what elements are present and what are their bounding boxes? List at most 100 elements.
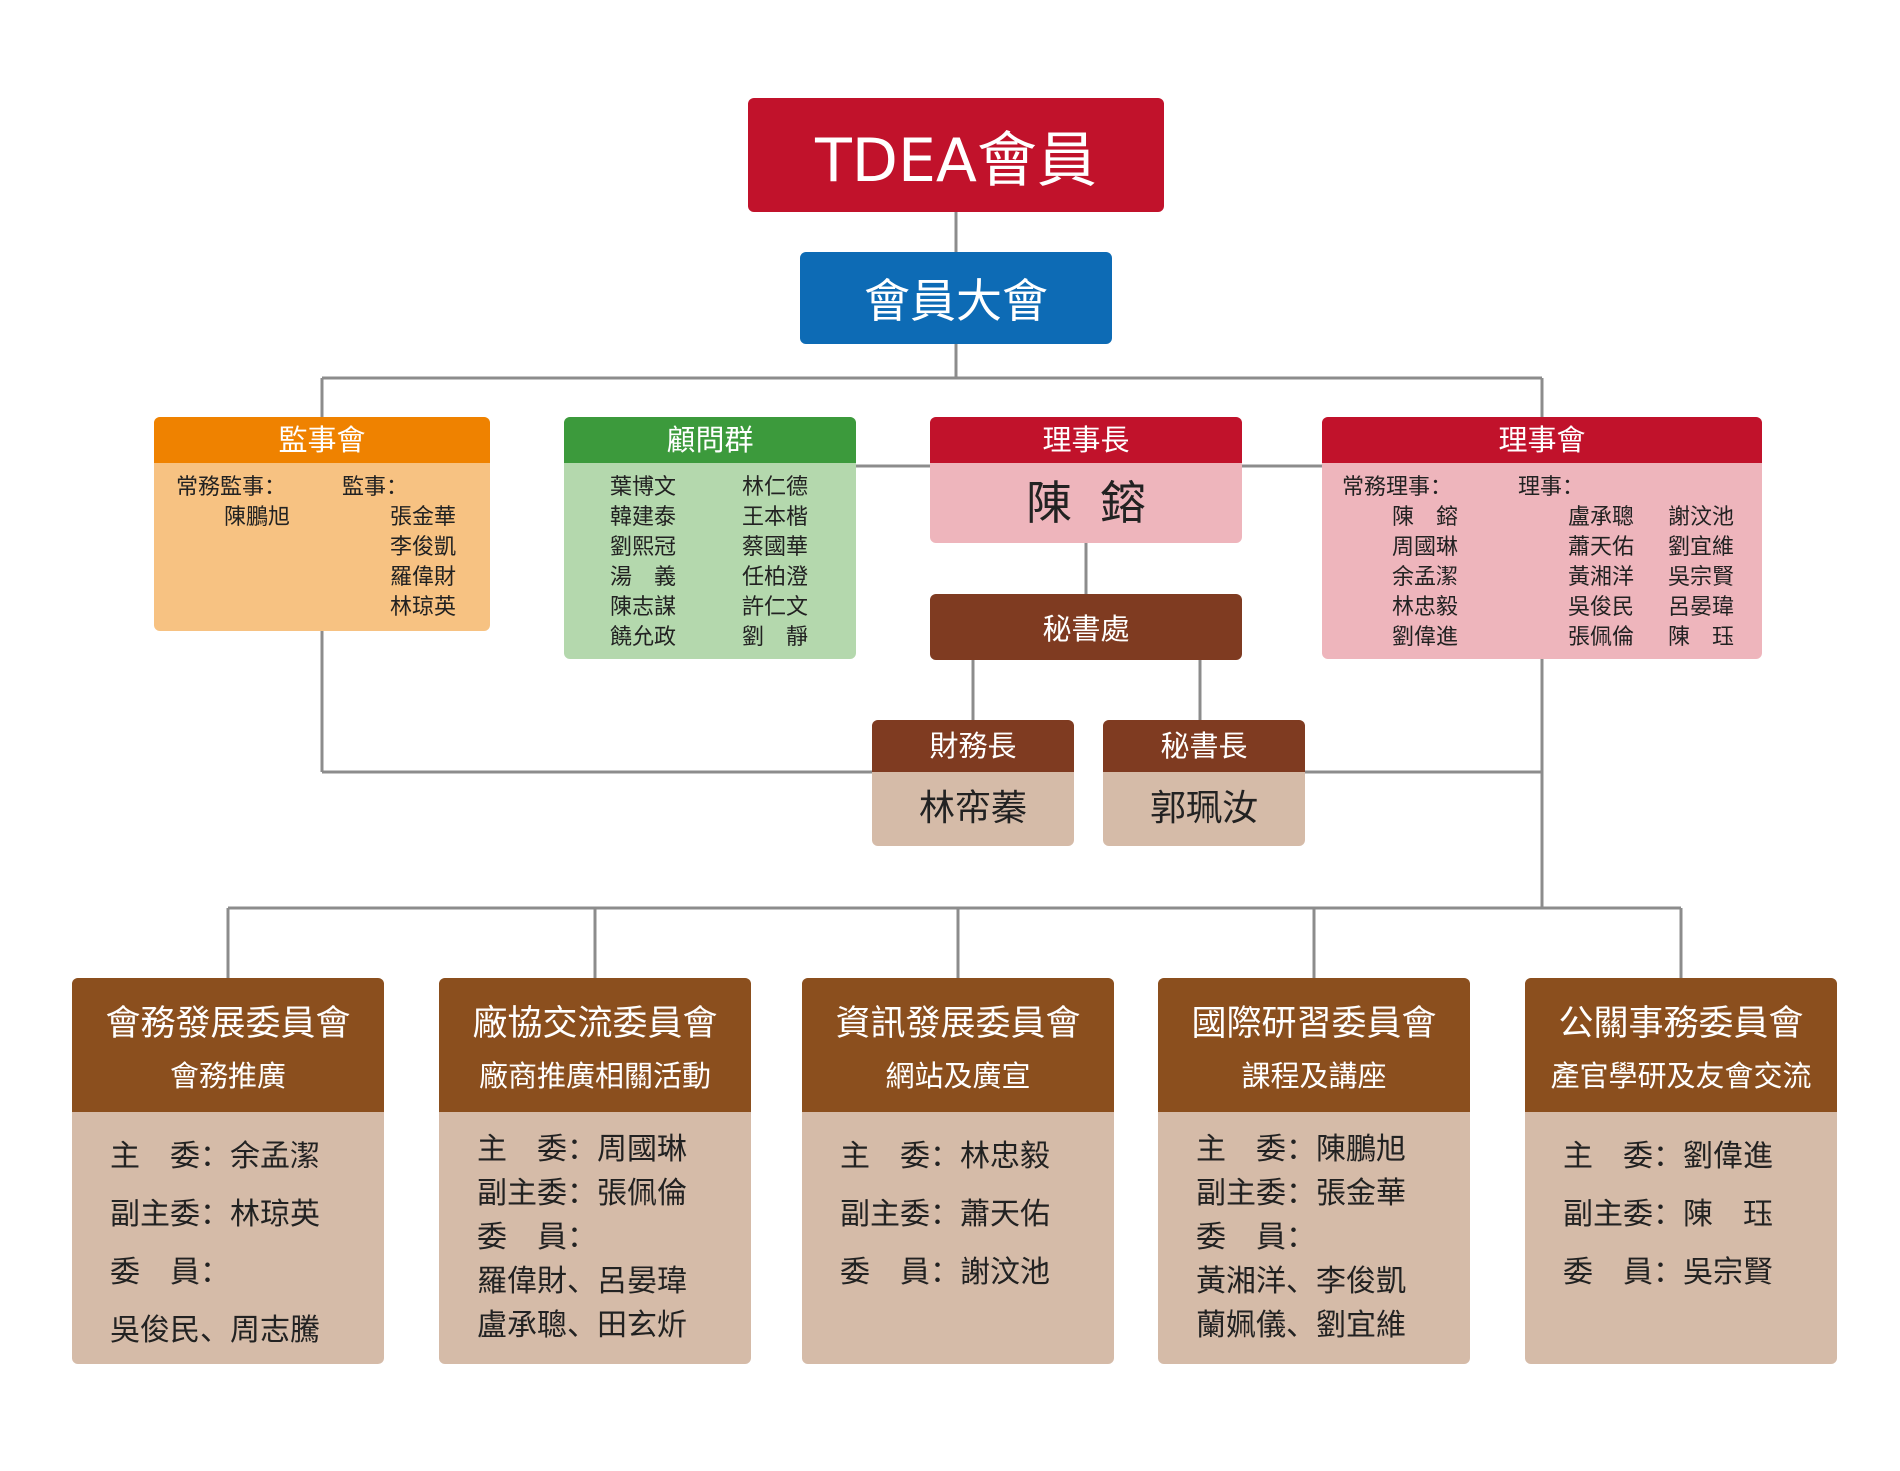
secretary-general-name: 郭珮汝 — [1149, 788, 1258, 829]
treasurer-title: 財務長 — [872, 720, 1074, 772]
board-of-supervisors-box: 監事會 常務監事： 陳鵬旭 監事： 張金華 李俊凱 羅偉財 林琼英 — [154, 417, 490, 631]
committee-name: 公關事務委員會 — [1558, 1004, 1804, 1044]
director-list-col1: 盧承聰 蕭天佑 黃湘洋 吳俊民 張佩倫 — [1568, 503, 1634, 653]
chairman-box: 理事長 陳鎔 — [930, 417, 1242, 543]
treasurer-name: 林帟蓁 — [918, 788, 1027, 829]
committee-desc: 課程及講座 — [1241, 1059, 1387, 1093]
director-name: 呂晏瑋 — [1668, 595, 1735, 620]
director-name: 盧承聰 — [1568, 505, 1635, 530]
standing-director-name: 余孟潔 — [1392, 565, 1459, 590]
committee-member-line: 委 員： — [110, 1255, 230, 1290]
advisor-name: 葉博文 — [610, 475, 677, 500]
advisor-list-col2: 林仁德 王本楷 蔡國華 任柏澄 許仁文 劉 靜 — [742, 473, 808, 653]
director-name: 吳俊民 — [1568, 595, 1635, 620]
advisor-name: 陳志謀 — [610, 595, 677, 620]
advisor-name: 饒允政 — [610, 625, 677, 650]
committee-member-line: 副主委：張佩倫 — [477, 1176, 687, 1211]
director-name: 吳宗賢 — [1668, 565, 1735, 590]
advisor-list-col1: 葉博文 韓建泰 劉熙冠 湯 義 陳志謀 饒允政 — [610, 473, 676, 653]
committee-box-international-training: 國際研習委員會 課程及講座 主 委：陳鵬旭 副主委：張金華 委 員： 黃湘洋、李… — [1158, 978, 1470, 1364]
committee-member-line: 主 委：余孟潔 — [110, 1139, 320, 1174]
committee-box-affairs-development: 會務發展委員會 會務推廣 主 委：余孟潔 副主委：林琼英 委 員： 吳俊民、周志… — [72, 978, 384, 1364]
committee-box-information-development: 資訊發展委員會 網站及廣宣 主 委：林忠毅 副主委：蕭天佑 委 員：謝汶池 — [802, 978, 1114, 1364]
standing-supervisor-label: 常務監事： — [176, 475, 287, 500]
director-name: 張佩倫 — [1568, 625, 1635, 650]
committee-member-line: 主 委：周國琳 — [477, 1132, 687, 1167]
advisor-name: 劉熙冠 — [610, 535, 677, 560]
standing-director-label: 常務理事： — [1342, 475, 1453, 500]
supervisor-name: 羅偉財 — [390, 565, 457, 590]
advisor-name: 王本楷 — [742, 505, 809, 530]
committee-member-line: 副主委：張金華 — [1196, 1176, 1406, 1211]
committee-member-line: 主 委：劉偉進 — [1563, 1139, 1773, 1174]
advisor-name: 蔡國華 — [742, 535, 809, 560]
supervisor-name: 張金華 — [390, 505, 457, 530]
secretary-general-title: 秘書長 — [1103, 720, 1305, 772]
committee-member-line: 委 員：謝汶池 — [840, 1255, 1050, 1290]
director-name: 蕭天佑 — [1568, 535, 1635, 560]
director-name: 陳 珏 — [1668, 625, 1735, 650]
committee-box-vendor-exchange: 廠協交流委員會 廠商推廣相關活動 主 委：周國琳 副主委：張佩倫 委 員： 羅偉… — [439, 978, 751, 1364]
board-of-supervisors-title: 監事會 — [154, 417, 490, 463]
standing-supervisor-name: 陳鵬旭 — [224, 505, 291, 530]
secretariat-box: 秘書處 — [930, 594, 1242, 660]
committee-member-line: 副主委：陳 珏 — [1563, 1197, 1773, 1232]
director-list-col2: 謝汶池 劉宜維 吳宗賢 呂晏瑋 陳 珏 — [1668, 503, 1734, 653]
secretary-general-box: 秘書長 郭珮汝 — [1103, 720, 1305, 846]
committee-desc: 廠商推廣相關活動 — [478, 1059, 711, 1093]
treasurer-box: 財務長 林帟蓁 — [872, 720, 1074, 846]
committee-members: 主 委：林忠毅 副主委：蕭天佑 委 員：謝汶池 — [802, 1112, 1114, 1302]
committee-desc: 產官學研及友會交流 — [1550, 1059, 1812, 1093]
board-of-directors-title: 理事會 — [1322, 417, 1762, 463]
committee-member-line: 委 員： — [477, 1220, 597, 1255]
committee-name: 廠協交流委員會 — [472, 1004, 718, 1044]
director-name: 黃湘洋 — [1568, 565, 1635, 590]
committee-member-line: 主 委：林忠毅 — [840, 1139, 1050, 1174]
supervisor-name: 林琼英 — [390, 595, 457, 620]
advisor-name: 許仁文 — [742, 595, 809, 620]
chairman-title: 理事長 — [930, 417, 1242, 463]
standing-director-list: 陳 鎔 周國琳 余孟潔 林忠毅 劉偉進 — [1392, 503, 1458, 653]
secretariat-title: 秘書處 — [1042, 612, 1130, 646]
director-name: 劉宜維 — [1668, 535, 1735, 560]
advisor-name: 任柏澄 — [742, 565, 809, 590]
committee-members: 主 委：劉偉進 副主委：陳 珏 委 員：吳宗賢 — [1525, 1112, 1837, 1302]
committee-members: 主 委：陳鵬旭 副主委：張金華 委 員： 黃湘洋、李俊凱 蘭姵儀、劉宜維 — [1158, 1112, 1470, 1348]
advisor-name: 韓建泰 — [610, 505, 677, 530]
advisors-box: 顧問群 葉博文 韓建泰 劉熙冠 湯 義 陳志謀 饒允政 林仁德 王本楷 蔡國華 … — [564, 417, 856, 659]
advisor-name: 劉 靜 — [742, 625, 809, 650]
supervisor-list: 張金華 李俊凱 羅偉財 林琼英 — [390, 503, 456, 623]
standing-director-name: 陳 鎔 — [1392, 505, 1459, 530]
committee-box-public-relations: 公關事務委員會 產官學研及友會交流 主 委：劉偉進 副主委：陳 珏 委 員：吳宗… — [1525, 978, 1837, 1364]
committee-member-line: 委 員： — [1196, 1220, 1316, 1255]
general-assembly-box: 會員大會 — [800, 252, 1112, 344]
committee-name: 會務發展委員會 — [105, 1004, 351, 1044]
committee-name: 資訊發展委員會 — [835, 1004, 1081, 1044]
committee-member-line: 蘭姵儀、劉宜維 — [1196, 1308, 1406, 1343]
committee-member-line: 吳俊民、周志騰 — [110, 1313, 320, 1348]
advisors-title: 顧問群 — [564, 417, 856, 463]
committee-member-line: 黃湘洋、李俊凱 — [1196, 1264, 1406, 1299]
supervisor-label: 監事： — [342, 475, 409, 500]
board-of-directors-box: 理事會 常務理事： 陳 鎔 周國琳 余孟潔 林忠毅 劉偉進 理事： 盧承聰 蕭天… — [1322, 417, 1762, 659]
advisor-name: 林仁德 — [742, 475, 809, 500]
director-name: 謝汶池 — [1668, 505, 1735, 530]
committee-member-line: 羅偉財、呂晏瑋 — [477, 1264, 687, 1299]
committee-member-line: 副主委：蕭天佑 — [840, 1197, 1050, 1232]
committee-member-line: 副主委：林琼英 — [110, 1197, 320, 1232]
committee-member-line: 盧承聰、田玄炘 — [477, 1308, 687, 1343]
standing-director-name: 周國琳 — [1392, 535, 1459, 560]
committee-name: 國際研習委員會 — [1191, 1004, 1437, 1044]
standing-director-name: 林忠毅 — [1392, 595, 1459, 620]
committee-member-line: 主 委：陳鵬旭 — [1196, 1132, 1406, 1167]
committee-desc: 會務推廣 — [169, 1059, 286, 1093]
director-label: 理事： — [1518, 475, 1585, 500]
chairman-name: 陳鎔 — [1026, 476, 1174, 530]
committee-members: 主 委：余孟潔 副主委：林琼英 委 員： 吳俊民、周志騰 — [72, 1112, 384, 1360]
committee-member-line: 委 員：吳宗賢 — [1563, 1255, 1773, 1290]
general-assembly-title: 會員大會 — [864, 274, 1048, 328]
committee-desc: 網站及廣宣 — [885, 1059, 1031, 1093]
committee-members: 主 委：周國琳 副主委：張佩倫 委 員： 羅偉財、呂晏瑋 盧承聰、田玄炘 — [439, 1112, 751, 1348]
tdea-members-box: TDEA會員 — [748, 98, 1164, 212]
